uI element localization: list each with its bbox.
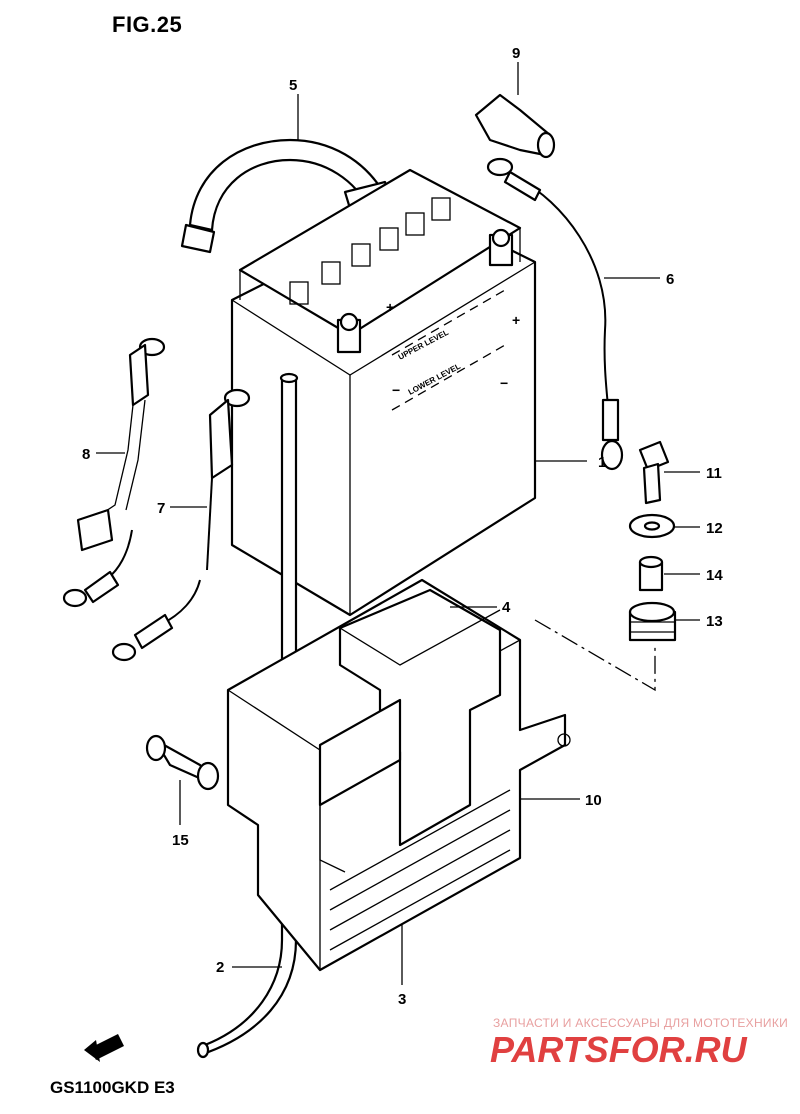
minus-sign: − <box>392 382 400 398</box>
watermark-brand: PARTSFOR.RU <box>490 1029 748 1070</box>
holder-bracket <box>318 698 402 873</box>
plus-sign: + <box>386 299 394 315</box>
battery-lead-minus <box>111 388 251 662</box>
plus-sign-right: + <box>512 312 520 328</box>
battery-lead-plus <box>486 157 624 471</box>
callout-14: 14 <box>706 567 723 584</box>
front-arrow-icon <box>84 1034 124 1062</box>
callout-8: 8 <box>82 446 90 463</box>
callout-4: 4 <box>502 599 511 616</box>
callout-3: 3 <box>398 991 406 1008</box>
callout-numbers: 1 2 3 4 5 6 7 8 9 10 11 12 13 14 15 <box>82 45 723 1008</box>
battery: UPPER LEVEL LOWER LEVEL + + − − <box>230 168 537 617</box>
callout-12: 12 <box>706 520 723 537</box>
minus-sign-right: − <box>500 375 508 391</box>
clamp-grommet <box>145 734 220 791</box>
figure-title: FIG.25 <box>112 12 183 37</box>
terminal-cap <box>474 93 556 159</box>
callout-6: 6 <box>666 271 674 288</box>
battery-cover <box>338 588 502 847</box>
washer <box>628 513 676 539</box>
callout-13: 13 <box>706 613 723 630</box>
spacer <box>638 555 664 592</box>
bolt <box>638 440 670 505</box>
leader-lines <box>96 62 700 985</box>
callout-15: 15 <box>172 832 189 849</box>
callout-7: 7 <box>157 500 165 517</box>
breather-tube <box>196 372 299 1059</box>
callout-11: 11 <box>706 465 722 482</box>
callout-5: 5 <box>289 77 297 94</box>
callout-2: 2 <box>216 959 224 976</box>
callout-10: 10 <box>585 792 602 809</box>
cushion <box>628 601 677 642</box>
model-code: GS1100GKD E3 <box>50 1078 175 1097</box>
callout-1: 1 <box>598 454 606 471</box>
callout-9: 9 <box>512 45 520 62</box>
lead-wire <box>62 337 166 608</box>
watermark-tagline: ЗАПЧАСТИ И АКСЕССУАРЫ ДЛЯ МОТОТЕХНИКИ <box>493 1016 789 1030</box>
